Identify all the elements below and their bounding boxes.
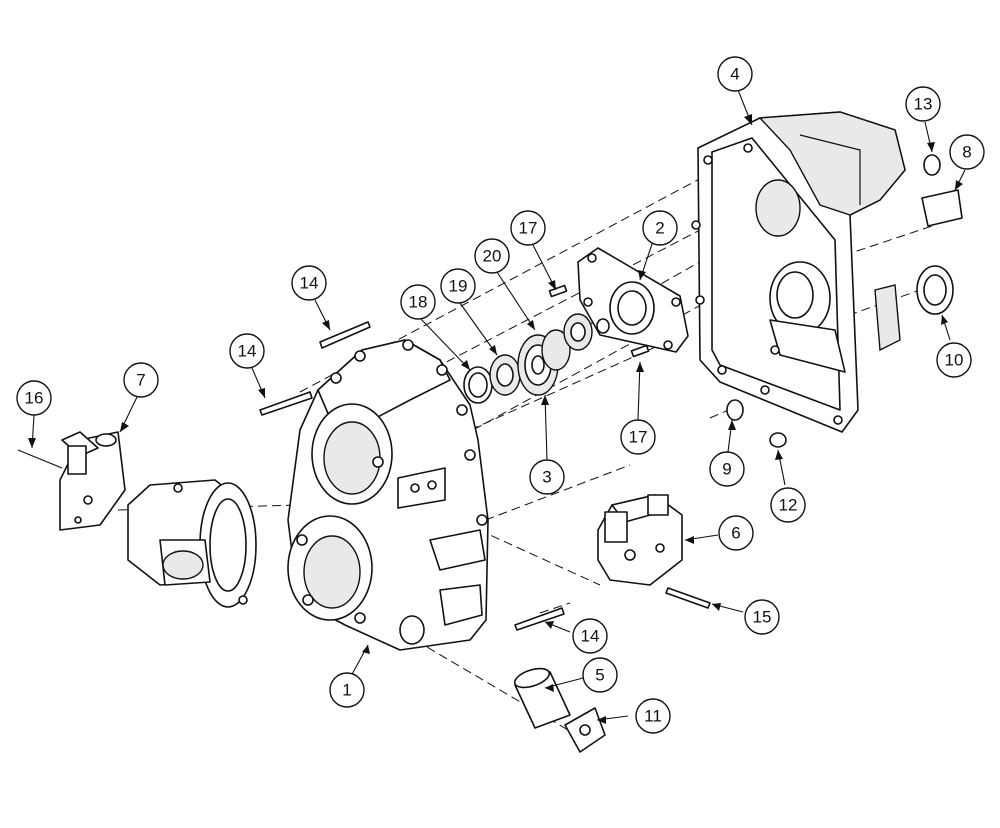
adapter-housing	[127, 479, 257, 608]
callout-15: 15	[744, 599, 780, 635]
callout-7: 7	[123, 362, 159, 398]
callout-6: 6	[718, 515, 754, 551]
callout-label: 10	[945, 351, 964, 370]
callout-label: 14	[238, 342, 257, 361]
callout-5: 5	[582, 657, 618, 693]
callout-14-top: 14	[291, 265, 327, 301]
bearing-cup-part-18	[463, 366, 493, 404]
leader-lines	[28, 89, 966, 724]
callout-label: 16	[25, 389, 44, 408]
callout-label: 3	[542, 468, 551, 487]
callout-label: 2	[655, 219, 664, 238]
callout-label: 7	[136, 371, 145, 390]
callout-19: 19	[440, 268, 476, 304]
callout-18: 18	[400, 284, 436, 320]
callout-label: 14	[581, 627, 600, 646]
callout-20: 20	[474, 238, 510, 274]
callout-label: 14	[300, 274, 319, 293]
callout-13: 13	[905, 86, 941, 122]
plug-part-12	[769, 432, 787, 448]
dowel-part-9	[726, 399, 744, 421]
callout-label: 9	[722, 460, 731, 479]
valve-part-7	[59, 431, 126, 531]
bearing-part-20	[563, 313, 610, 351]
callout-9: 9	[709, 451, 745, 487]
callout-16: 16	[16, 380, 52, 416]
filter-part-5	[513, 667, 571, 729]
rear-cover-part-4	[691, 111, 906, 433]
callout-label: 4	[730, 65, 739, 84]
plate-part-2	[577, 247, 689, 353]
callout-1: 1	[329, 672, 365, 708]
callout-label: 1	[342, 681, 351, 700]
callout-8: 8	[949, 134, 985, 170]
callout-14-left: 14	[229, 333, 265, 369]
callout-17-top: 17	[510, 210, 546, 246]
main-housing-part-1	[287, 339, 489, 651]
callout-label: 12	[779, 496, 798, 515]
dowel-pins-part-17	[548, 284, 650, 358]
callout-label: 13	[914, 95, 933, 114]
cover-part-11	[564, 707, 606, 753]
callout-label: 15	[753, 608, 772, 627]
seal-part-10	[916, 265, 954, 315]
callout-label: 19	[449, 277, 468, 296]
callout-label: 17	[519, 219, 538, 238]
callout-11: 11	[635, 698, 671, 734]
callout-2: 2	[642, 210, 678, 246]
callout-3: 3	[529, 459, 565, 495]
callout-label: 5	[595, 666, 604, 685]
callout-label: 6	[731, 524, 740, 543]
bolts	[17, 321, 711, 631]
plug-part-13	[923, 154, 941, 176]
callout-label: 17	[629, 428, 648, 447]
callout-label: 11	[644, 707, 662, 726]
callout-17-bottom: 17	[620, 419, 656, 455]
gear-part-3	[517, 329, 571, 396]
callout-label: 8	[962, 143, 971, 162]
callout-10: 10	[936, 342, 972, 378]
plate-part-8	[921, 189, 963, 227]
bearing-part-19	[489, 354, 521, 396]
valve-part-6	[597, 494, 683, 586]
callout-label: 18	[409, 293, 428, 312]
callout-12: 12	[770, 487, 806, 523]
callout-4: 4	[717, 56, 753, 92]
callout-label: 20	[483, 247, 502, 266]
callout-14-bottom: 14	[572, 618, 608, 654]
